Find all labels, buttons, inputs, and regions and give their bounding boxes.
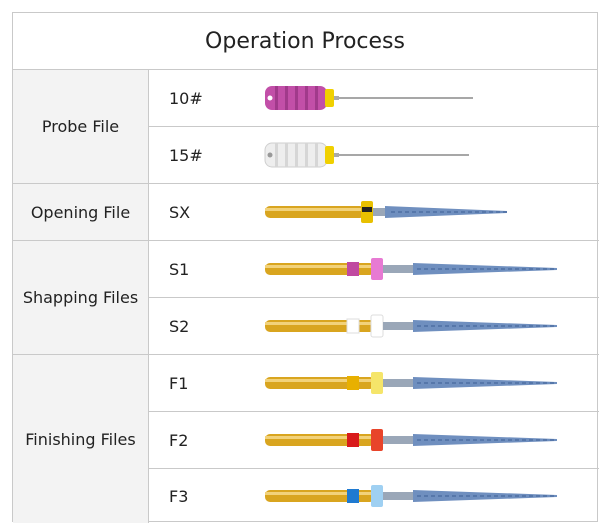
file-size-label: F2 bbox=[169, 430, 189, 450]
category-finishing-files: Finishing Files bbox=[13, 355, 149, 523]
table-row-10: 10# bbox=[149, 70, 599, 127]
probe-file-15-image bbox=[264, 142, 469, 168]
table-row-f3: F3 bbox=[149, 469, 599, 523]
file-size-label: 10# bbox=[169, 88, 203, 108]
finishing-file-f3-image bbox=[265, 485, 557, 507]
file-size-label: SX bbox=[169, 202, 191, 222]
probe-file-10-image bbox=[265, 86, 473, 110]
table-title: Operation Process bbox=[13, 13, 597, 70]
table-row-s1: S1 bbox=[149, 241, 599, 298]
table-row-s2: S2 bbox=[149, 298, 599, 355]
category-label: Finishing Files bbox=[25, 429, 136, 449]
category-label: Probe File bbox=[41, 117, 120, 136]
table-row-f1: F1 bbox=[149, 355, 599, 412]
category-label: Opening File bbox=[30, 202, 131, 222]
category-opening-file: Opening File bbox=[13, 184, 149, 241]
file-size-label: F1 bbox=[169, 373, 189, 393]
operation-process-table: Operation Process Probe File Opening Fil… bbox=[12, 12, 599, 523]
table-row-sx: SX bbox=[149, 184, 599, 241]
finishing-file-f2-image bbox=[265, 429, 557, 451]
shaping-file-s1-image bbox=[265, 258, 557, 280]
file-size-label: S2 bbox=[169, 316, 190, 336]
category-probe-file: Probe File bbox=[13, 70, 149, 184]
table-row-15: 15# bbox=[149, 127, 599, 184]
finishing-file-f1-image bbox=[265, 372, 557, 394]
shaping-file-s2-image bbox=[265, 314, 557, 338]
category-label: Shapping Files bbox=[22, 288, 139, 307]
category-shapping-files: Shapping Files bbox=[13, 241, 149, 355]
file-size-label: F3 bbox=[169, 486, 189, 506]
file-size-label: 15# bbox=[169, 145, 203, 165]
file-size-label: S1 bbox=[169, 259, 190, 279]
opening-file-sx-image bbox=[265, 201, 507, 223]
table-row-f2: F2 bbox=[149, 412, 599, 469]
